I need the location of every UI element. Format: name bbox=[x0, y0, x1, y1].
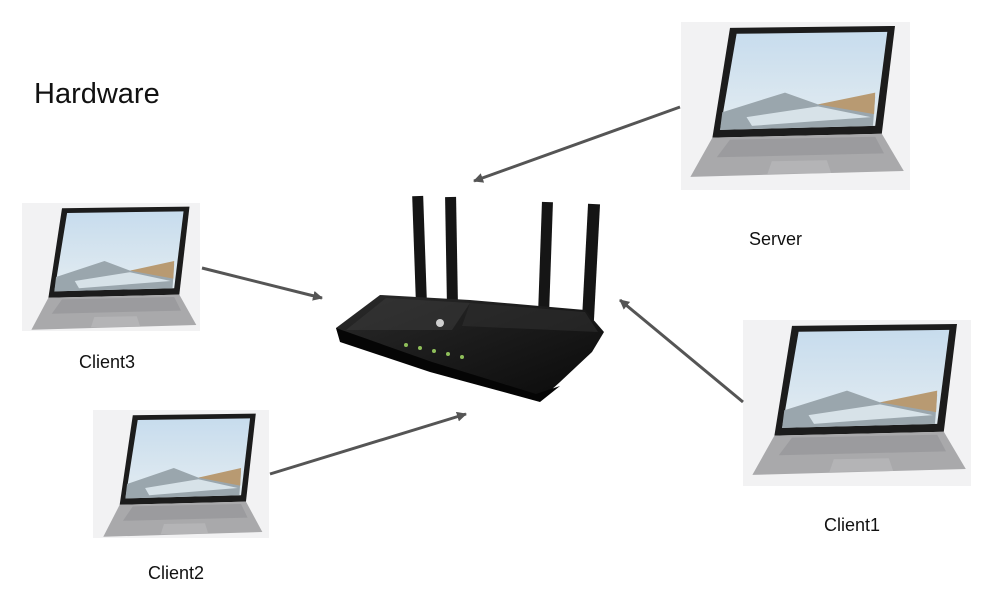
arrow-client1-to-router bbox=[619, 298, 744, 404]
client3-laptop-icon bbox=[31, 206, 197, 330]
router-icon bbox=[336, 195, 604, 402]
client2-label: Client2 bbox=[148, 563, 205, 583]
client2-laptop-icon bbox=[103, 413, 263, 537]
server-laptop-icon bbox=[690, 25, 904, 177]
client1-laptop-icon bbox=[752, 323, 966, 475]
arrow-client2-to-router bbox=[269, 411, 467, 476]
diagram-title: Hardware bbox=[34, 78, 160, 110]
arrow-server-to-router bbox=[473, 105, 681, 183]
server-label: Server bbox=[749, 229, 803, 249]
client3-label: Client3 bbox=[79, 352, 136, 372]
client1-label: Client1 bbox=[824, 515, 881, 535]
arrow-client3-to-router bbox=[201, 266, 323, 301]
